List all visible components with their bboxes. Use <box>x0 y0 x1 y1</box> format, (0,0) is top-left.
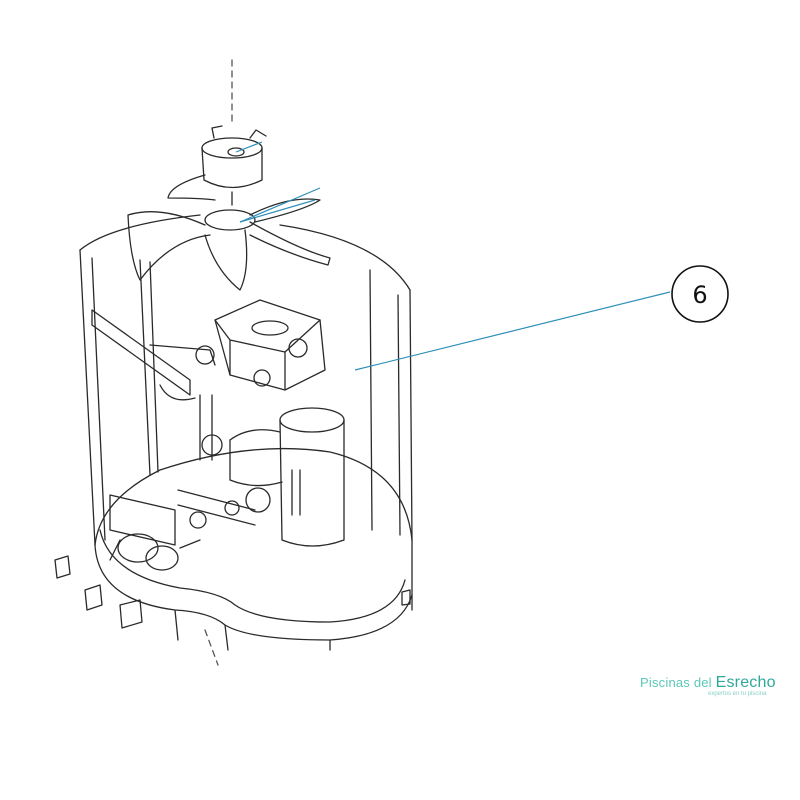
valve-block <box>195 299 326 391</box>
brand-name-part1: Piscinas del <box>640 675 716 690</box>
hose-connectors <box>54 555 411 629</box>
fan-blades <box>127 174 331 291</box>
base-tub <box>94 447 413 651</box>
callout-number: 6 <box>692 281 707 309</box>
callout-6: 6 <box>671 265 729 323</box>
pipework <box>109 394 271 571</box>
mounting-bracket <box>91 309 216 401</box>
casing-frame <box>79 214 413 546</box>
brand-name-part2: Esrecho <box>715 674 776 691</box>
assembly-axis <box>204 59 233 666</box>
brand-tagline: expertos en tu piscina <box>708 691 767 697</box>
brand-logo: Piscinas del Esrecho <box>640 674 776 692</box>
fan-motor <box>201 125 267 206</box>
compressor <box>229 407 345 547</box>
leader-lines <box>235 141 671 371</box>
